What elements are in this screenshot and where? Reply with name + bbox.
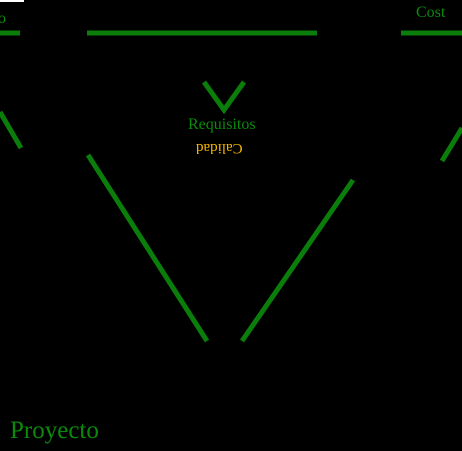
left-edge-stub bbox=[0, 110, 24, 150]
quality-label: Calidad bbox=[196, 140, 243, 156]
project-label: Proyecto bbox=[10, 417, 99, 444]
time-label: o bbox=[0, 10, 6, 27]
main-edge-left bbox=[85, 153, 210, 343]
requirements-arrow bbox=[201, 80, 247, 115]
cost-label: Cost bbox=[416, 4, 446, 21]
right-edge-stub bbox=[439, 126, 462, 163]
main-edge-right bbox=[239, 178, 356, 343]
corner-marker bbox=[0, 0, 24, 2]
requirements-label: Requisitos bbox=[188, 116, 256, 133]
